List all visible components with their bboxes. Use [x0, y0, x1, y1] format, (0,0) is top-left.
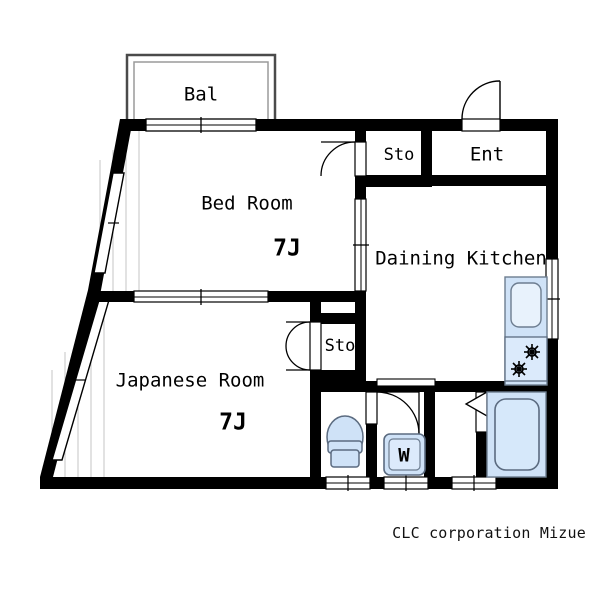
- stove-burners: [504, 336, 548, 382]
- plan-caption: CLC corporation Mizue: [392, 524, 586, 542]
- washing-machine: [383, 433, 426, 476]
- balcony-outline: [125, 53, 277, 125]
- japanese-room-size-label: 7J: [219, 410, 247, 436]
- balcony-window[interactable]: [145, 117, 257, 133]
- japanese-room-label: Japanese Room: [116, 370, 265, 392]
- storage-upper-label: Sto: [384, 145, 415, 165]
- bathroom-door[interactable]: [365, 391, 420, 435]
- balcony-label: Bal: [184, 84, 218, 106]
- storage-lower-door[interactable]: [285, 321, 322, 371]
- bottom-windows[interactable]: [325, 475, 497, 491]
- bathtub: [486, 391, 547, 478]
- bedroom-size-label: 7J: [273, 236, 301, 262]
- bedroom-sliding-door[interactable]: [353, 198, 369, 292]
- japanese-room-sliding-door[interactable]: [133, 289, 269, 305]
- dining-kitchen-label: Daining Kitchen: [375, 248, 547, 270]
- entrance-label: Ent: [470, 144, 504, 166]
- bath-door[interactable]: [464, 390, 488, 433]
- toilet: [326, 415, 364, 468]
- dk-bath-partition: [376, 378, 546, 388]
- bedroom-label: Bed Room: [201, 193, 293, 215]
- washing-machine-label: W: [398, 445, 410, 467]
- storage-lower-label: Sto: [325, 336, 356, 356]
- entrance-door[interactable]: [461, 80, 501, 132]
- storage-upper-door[interactable]: [320, 141, 367, 177]
